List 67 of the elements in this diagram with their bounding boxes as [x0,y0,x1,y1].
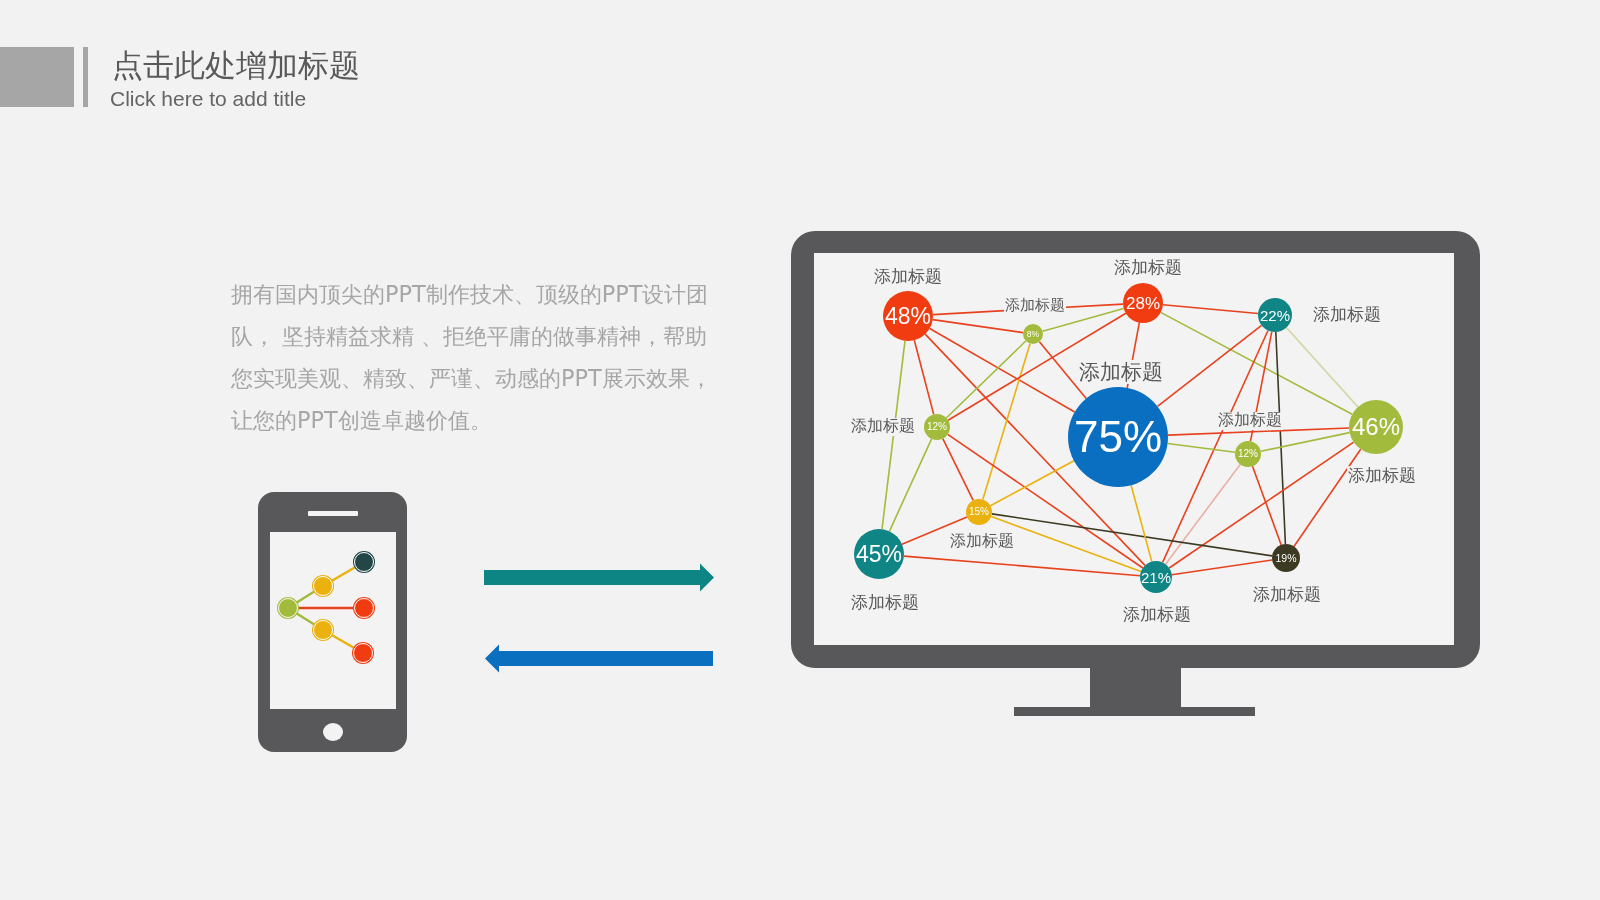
connector-line [1249,330,1273,442]
connector-line [1130,484,1153,563]
node-label: 添加标题 [1217,412,1283,430]
connector-line [1167,427,1350,436]
connector-line [913,339,935,416]
slide-subtitle: Click here to add title [110,86,307,112]
connector-line [1159,311,1353,416]
node-label: 添加标题 [1122,605,1192,625]
connector-line [947,312,1127,422]
connector-line [931,318,1024,334]
connector-line [1041,307,1125,333]
percentage-value: 8% [1026,329,1040,339]
node-label: 添加标题 [1113,258,1183,278]
connector-line [945,340,1027,419]
connector-line [946,433,1144,569]
connector-line [924,333,1146,567]
connector-line [1168,441,1355,569]
connector-line [1126,321,1141,389]
percentage-value: 46% [1351,415,1400,439]
connector-line [1166,442,1236,454]
node-label: 添加标题 [1004,297,1066,315]
connector-line [901,516,968,546]
connector-line [942,437,974,502]
connector-line [1162,304,1259,315]
percentage-value: 48% [884,304,931,328]
connector-line [928,327,1076,413]
node-label: 添加标题 [1312,305,1382,325]
connector-line [888,438,933,533]
percentage-value: 19% [1275,552,1297,564]
connector-line [1038,340,1087,400]
connector-line [1164,463,1241,565]
connector-line [982,342,1031,501]
percentage-value: 75% [1073,415,1163,459]
connector-line [903,555,1141,577]
connector-line [881,340,906,530]
connector-line [989,459,1075,507]
smartphone-drawing [258,492,407,752]
connector-line [990,515,1142,573]
node-label: 添加标题 [1347,466,1417,486]
connector-line [932,303,1124,316]
connector-line [1156,324,1263,408]
connector-line [1161,329,1269,564]
connector-line [1171,559,1273,576]
connector-line [1293,448,1362,548]
node-label: 添加标题 [873,267,943,287]
percentage-value: 21% [1141,569,1171,585]
node-label: 添加标题 [1078,359,1164,385]
node-label: 添加标题 [850,593,920,613]
connector-line [1259,431,1351,453]
node-label: 添加标题 [1252,585,1322,605]
percentage-value: 22% [1260,307,1290,323]
connector-line [1275,331,1287,545]
connector-line [991,513,1273,557]
arrow [484,563,714,592]
arrow [485,644,713,673]
monitor-drawing [791,231,1480,716]
percentage-value: 12% [927,422,947,432]
body-paragraph: 拥有国内顶尖的PPT制作技术、顶级的PPT设计团队， 坚持精益求精 、拒绝平庸的做事精神，帮助您实现美观、精致、严谨、动感的PPT展示效果，让您的PPT创造卓越价值。 [231,280,713,435]
node-label: 添加标题 [850,418,916,436]
percentage-value: 12% [1238,449,1258,459]
percentage-value: 28% [1126,294,1160,312]
percentage-value: 15% [969,507,989,517]
connector-line [1285,326,1359,408]
node-label: 添加标题 [949,533,1015,551]
slide-title: 点击此处增加标题 [112,46,360,84]
connector-line [1251,465,1282,546]
percentage-value: 45% [855,542,902,566]
